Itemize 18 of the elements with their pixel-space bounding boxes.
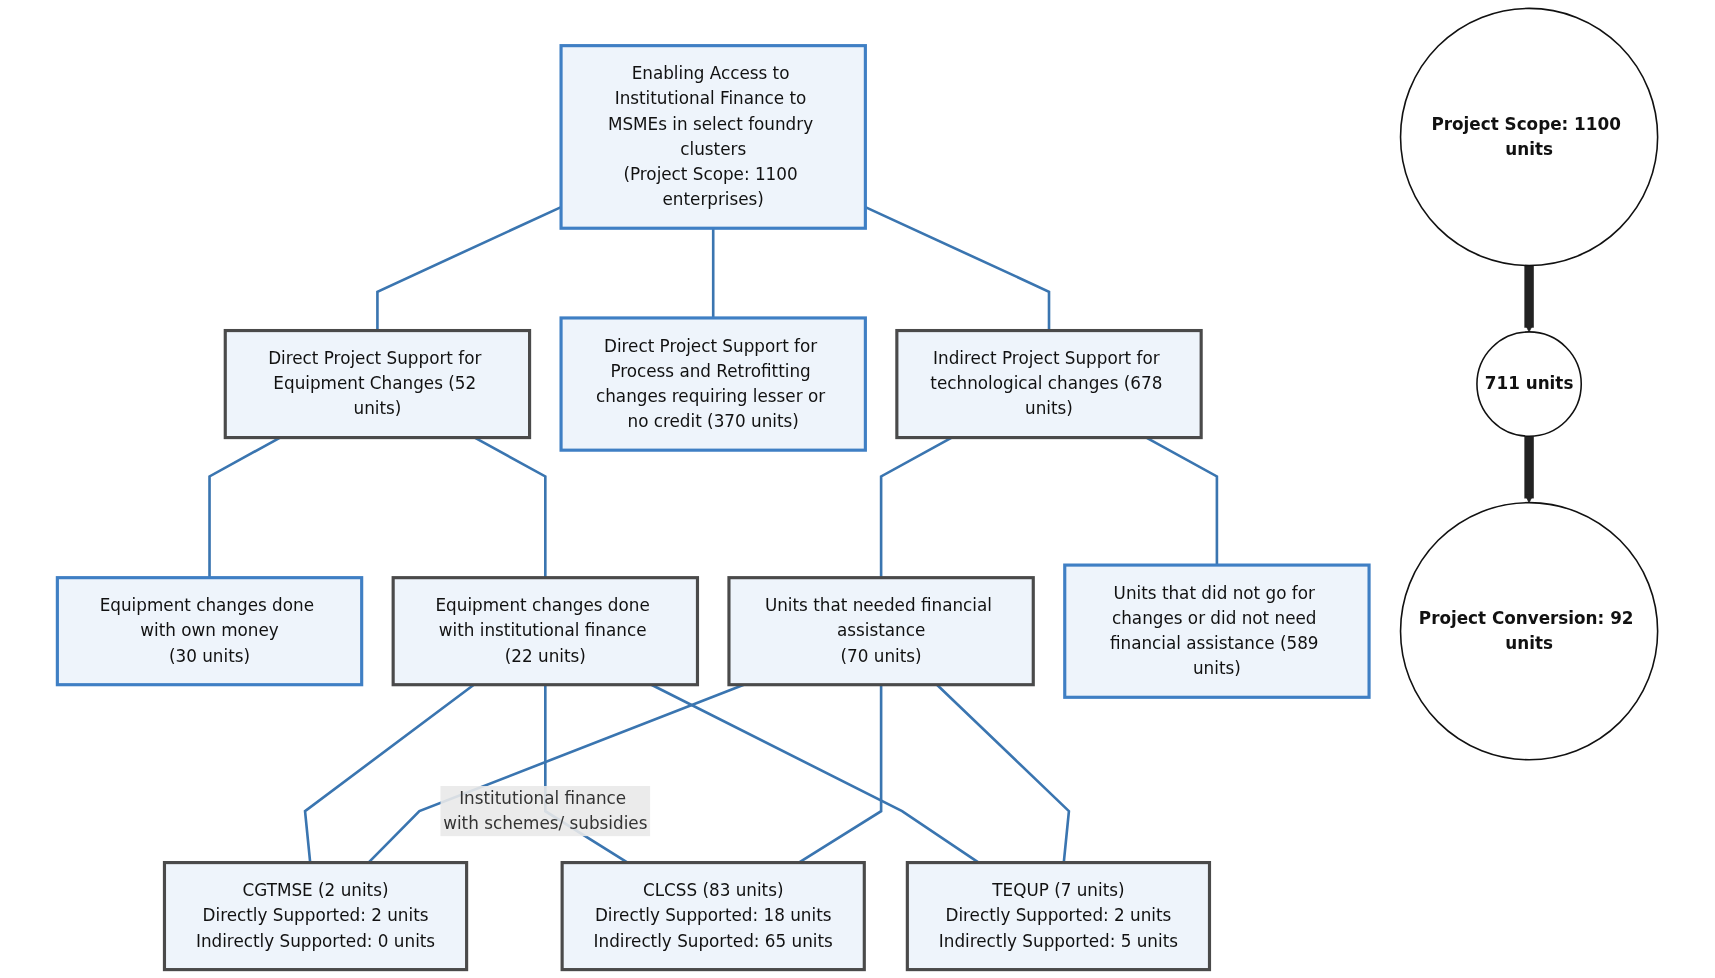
node-box: TEQUP (7 units) Directly Supported: 2 units Indirectly Supported: 5 units bbox=[905, 861, 1212, 972]
node-box: Enabling Access to Institutional Finance to MSMEs in select foundry clusters (Project Scope: 1100 enterprises) bbox=[559, 44, 867, 230]
connector bbox=[711, 228, 715, 318]
node-box: CGTMSE (2 units) Directly Supported: 2 units Indirectly Supported: 0 units bbox=[162, 861, 469, 972]
arrow bbox=[1524, 436, 1534, 504]
node-box: Indirect Project Support for technological changes (678 units) bbox=[895, 328, 1203, 440]
node-box: Direct Project Support for Process and Retrofitting changes requiring lesser or no credit (370 units) bbox=[559, 316, 867, 452]
node-box: Equipment changes done with own money (30 units) bbox=[55, 576, 364, 687]
node-circle: 711 units bbox=[1476, 331, 1583, 437]
edge-label: Institutional finance with schemes/ subsidies bbox=[443, 788, 648, 834]
node-circle: Project Conversion: 92 units bbox=[1399, 501, 1659, 761]
node-circle: Project Scope: 1100 units bbox=[1399, 7, 1659, 267]
node-box: Units that did not go for changes or did not need financial assistance (589 units) bbox=[1063, 563, 1371, 699]
node-box: Direct Project Support for Equipment Changes (52 units) bbox=[223, 328, 532, 440]
arrow bbox=[1524, 265, 1534, 333]
node-box: Equipment changes done with institutional finance (22 units) bbox=[391, 576, 700, 687]
node-box: CLCSS (83 units) Directly Supported: 18 units Indirectly Suported: 65 units bbox=[560, 861, 866, 972]
node-box: Units that needed financial assistance (70 units) bbox=[727, 576, 1035, 687]
